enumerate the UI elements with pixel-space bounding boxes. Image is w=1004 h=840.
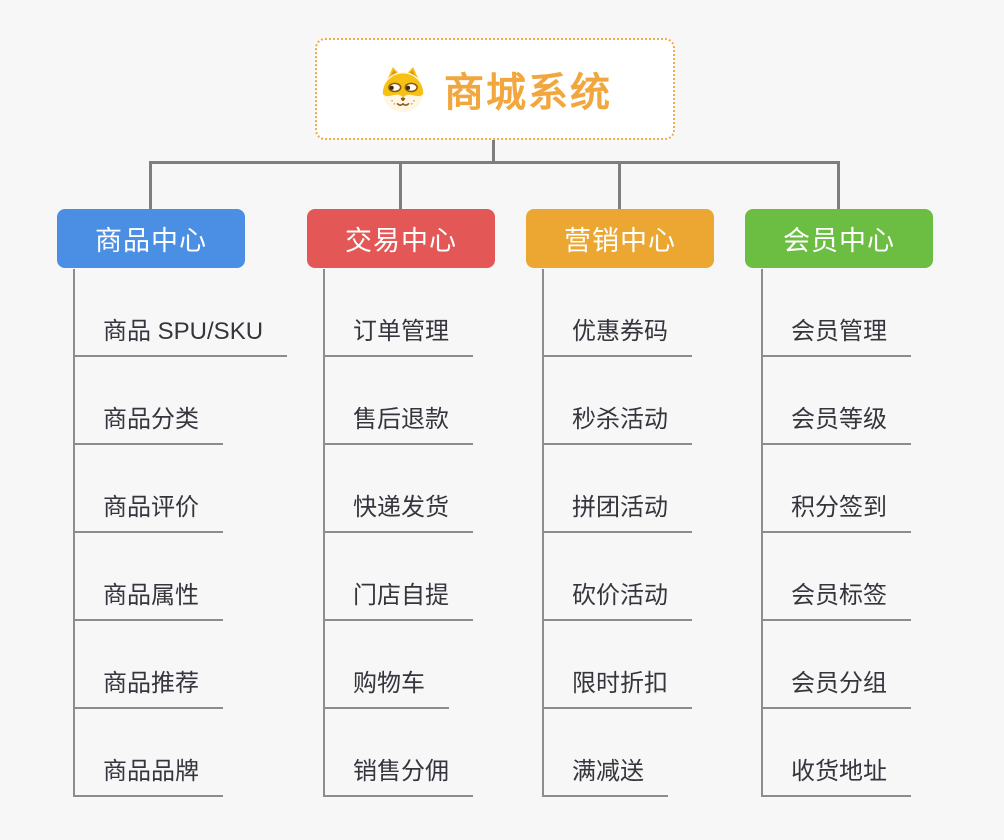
branch-column-member-center: 会员管理 会员等级 积分签到 会员标签 会员分组 收货地址	[761, 269, 911, 797]
connector-horizontal	[149, 161, 840, 164]
leaf-node[interactable]: 会员管理	[763, 269, 911, 357]
branch-column-product-center: 商品 SPU/SKU 商品分类 商品评价 商品属性 商品推荐 商品品牌	[73, 269, 288, 797]
leaf-node[interactable]: 积分签到	[763, 445, 911, 533]
branch-column-marketing-center: 优惠券码 秒杀活动 拼团活动 砍价活动 限时折扣 满减送	[542, 269, 692, 797]
leaf-node[interactable]: 收货地址	[763, 709, 911, 797]
connector-root-stub	[492, 140, 495, 163]
connector-drop-4	[837, 161, 840, 209]
leaf-node[interactable]: 订单管理	[325, 269, 473, 357]
dog-face-icon	[382, 67, 424, 113]
branch-node-trade-center[interactable]: 交易中心	[307, 209, 495, 268]
leaf-node[interactable]: 秒杀活动	[544, 357, 692, 445]
leaf-node[interactable]: 商品推荐	[75, 621, 223, 709]
leaf-node[interactable]: 会员标签	[763, 533, 911, 621]
leaf-node[interactable]: 商品属性	[75, 533, 223, 621]
leaf-node[interactable]: 销售分佣	[325, 709, 473, 797]
root-title: 商城系统	[444, 71, 612, 115]
branch-node-marketing-center[interactable]: 营销中心	[526, 209, 714, 268]
connector-drop-3	[618, 161, 621, 209]
leaf-node[interactable]: 会员等级	[763, 357, 911, 445]
connector-drop-2	[399, 161, 402, 209]
branch-node-member-center[interactable]: 会员中心	[745, 209, 933, 268]
branch-node-product-center[interactable]: 商品中心	[57, 209, 245, 268]
root-node-mall-system[interactable]: 商城系统	[315, 38, 675, 140]
leaf-node[interactable]: 商品 SPU/SKU	[75, 269, 288, 357]
leaf-node[interactable]: 限时折扣	[544, 621, 692, 709]
branch-label: 会员中心	[783, 226, 895, 256]
leaf-node[interactable]: 满减送	[544, 709, 668, 797]
connector-drop-1	[149, 161, 152, 209]
leaf-node[interactable]: 商品品牌	[75, 709, 223, 797]
branch-label: 交易中心	[345, 226, 457, 256]
leaf-node[interactable]: 会员分组	[763, 621, 911, 709]
leaf-node[interactable]: 商品分类	[75, 357, 223, 445]
leaf-node[interactable]: 门店自提	[325, 533, 473, 621]
leaf-node[interactable]: 快递发货	[325, 445, 473, 533]
leaf-node[interactable]: 商品评价	[75, 445, 223, 533]
branch-column-trade-center: 订单管理 售后退款 快递发货 门店自提 购物车 销售分佣	[323, 269, 473, 797]
branch-label: 营销中心	[564, 226, 676, 256]
branch-label: 商品中心	[95, 226, 207, 256]
leaf-node[interactable]: 售后退款	[325, 357, 473, 445]
leaf-node[interactable]: 购物车	[325, 621, 449, 709]
leaf-node[interactable]: 优惠券码	[544, 269, 692, 357]
leaf-node[interactable]: 砍价活动	[544, 533, 692, 621]
leaf-node[interactable]: 拼团活动	[544, 445, 692, 533]
